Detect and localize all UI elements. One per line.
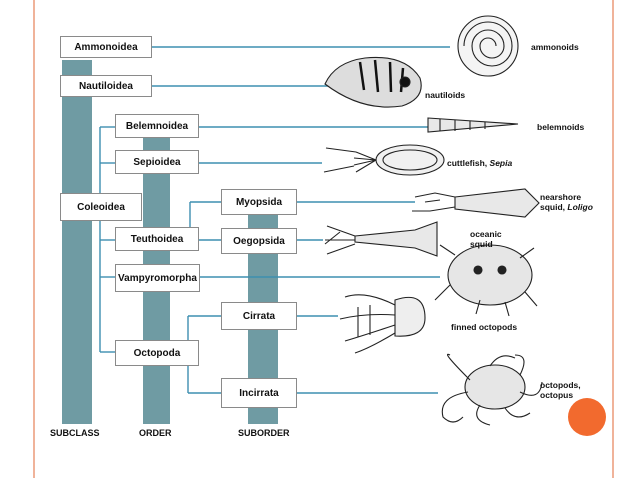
label-ammonoids: ammonoids (531, 42, 579, 52)
label-nautiloids: nautiloids (425, 90, 466, 100)
axis-label-order: ORDER (139, 428, 172, 438)
label-nearshore-genus: Loligo (567, 202, 593, 212)
label-nearshore-squid: nearshore squid, Loligo (540, 192, 593, 212)
label-cuttlefish: cuttlefish, Sepia (447, 158, 513, 168)
label-cuttlefish-genus: Sepia (489, 158, 513, 168)
finned-octopod-icon (339, 294, 426, 354)
box-incirrata: Incirrata (221, 378, 297, 408)
octopus-icon (441, 353, 543, 426)
slide-border-right (612, 0, 614, 478)
box-myopsida: Myopsida (221, 189, 297, 215)
box-vampyromorpha: Vampyromorpha (115, 264, 200, 292)
axis-label-suborder: SUBORDER (238, 428, 290, 438)
box-sepioidea: Sepioidea (115, 150, 199, 174)
box-nautiloidea: Nautiloidea (60, 75, 152, 97)
cuttlefish-icon (323, 144, 445, 176)
ammonite-icon (457, 15, 519, 77)
label-belemnoids: belemnoids (537, 122, 585, 132)
box-ammonoidea: Ammonoidea (60, 36, 152, 58)
box-belemnoidea: Belemnoidea (115, 114, 199, 138)
subclass-bar (62, 60, 92, 424)
nautilus-icon (324, 56, 422, 108)
label-oceanic-squid: oceanic squid (470, 229, 502, 249)
box-coleoidea: Coleoidea (60, 193, 142, 221)
box-octopoda: Octopoda (115, 340, 199, 366)
box-oegopsida: Oegopsida (221, 228, 297, 254)
slide-border-left (33, 0, 35, 478)
label-finned-octopods: finned octopods (451, 322, 518, 332)
box-teuthoidea: Teuthoidea (115, 227, 199, 251)
oceanic-squid-icon (324, 221, 438, 257)
decorative-orange-circle (568, 398, 606, 436)
loligo-squid-icon (412, 188, 540, 218)
axis-label-subclass: SUBCLASS (50, 428, 100, 438)
box-cirrata: Cirrata (221, 302, 297, 330)
belemnite-icon (427, 117, 519, 133)
vampire-squid-icon (434, 244, 538, 317)
label-octopods: octopods, octopus (540, 380, 581, 400)
